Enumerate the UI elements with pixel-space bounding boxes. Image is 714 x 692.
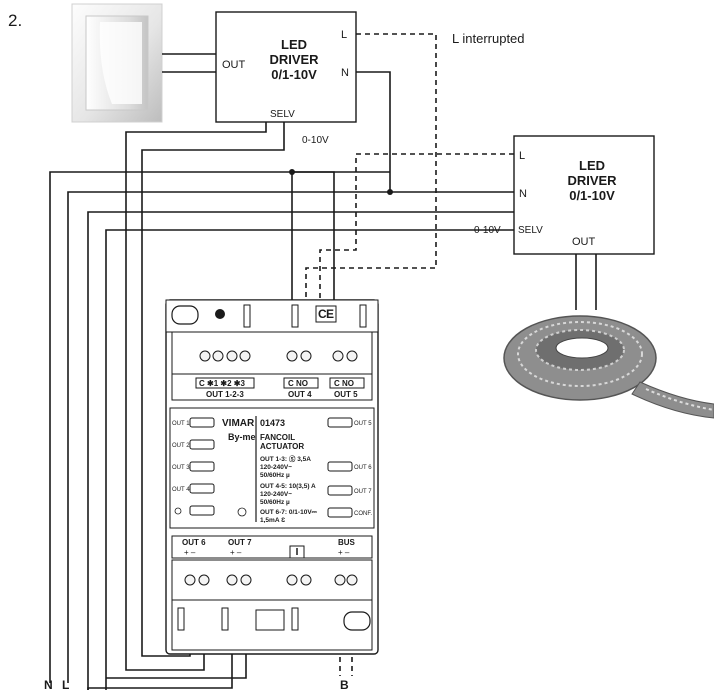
led-label-out2: OUT 2 [172,443,190,449]
product-code: 01473 [260,418,285,428]
conf-button-icon [327,507,353,518]
led-label-out3: OUT 3 [172,465,190,471]
out5-label: OUT 5 [334,390,358,399]
driver1-0-10v-label: 0-10V [302,135,329,146]
right-output-leds: OUT 5 OUT 6 OUT 7 CONF. [327,417,372,518]
driver2-title-line-1: LED [579,158,605,173]
l-interrupted-label: L interrupted [452,31,525,46]
led-label-out5: OUT 5 [354,421,372,427]
led-label-out1: OUT 1 [172,421,190,427]
series-label: By-me [228,432,256,442]
led-label-out4: OUT 4 [172,487,190,493]
driver2-out-label: OUT [572,236,596,248]
out6-polarity: + – [184,548,196,557]
driver1-l-label: L [341,29,347,41]
solid-wiring [49,71,597,690]
svg-text:C: C [318,307,327,321]
top-terminals [199,350,358,362]
spec-line-8: 1,5mA Ɛ [260,517,285,524]
driver1-title-line-3: 0/1-10V [271,67,317,82]
led-out3-icon [189,461,215,472]
driver1-title-line-1: LED [281,37,307,52]
bottom-b-label: B [340,678,349,692]
driver1-n-label: N [341,67,349,79]
product-name-line-2: ACTUATOR [260,442,304,451]
spec-line-1: OUT 1-3: Ⓢ 3,5A [260,454,311,463]
luminaire-icon [71,3,163,123]
led-label-out7: OUT 7 [354,489,372,495]
svg-text:E: E [326,307,334,321]
figure-number: 2. [8,11,22,30]
driver2-selv-label: SELV [518,225,543,236]
driver2-n-label: N [519,188,527,200]
led-driver-1: LED DRIVER 0/1-10V OUT L N SELV 0-10V [215,11,357,146]
bus-polarity: + – [338,548,350,557]
spec-line-3: 50/60Hz µ [260,472,290,479]
led-out7-icon [327,485,353,496]
out5-terminals: C NO [334,379,354,388]
led-out1-icon [189,417,215,428]
out123-label: OUT 1-2-3 [206,390,244,399]
spec-line-6: 50/60Hz µ [260,499,290,506]
driver1-out-label: OUT [222,59,246,71]
driver1-selv-label: SELV [270,109,295,120]
out7-polarity: + – [230,548,242,557]
out123-terminals: C ✱1 ✱2 ✱3 [199,379,245,388]
driver2-title-line-2: DRIVER [567,173,617,188]
led-out4-icon [189,483,215,494]
driver2-l-label: L [519,150,525,162]
led-label-out6: OUT 6 [354,465,372,471]
left-output-leds: OUT 1 OUT 2 OUT 3 OUT 4 [172,417,247,517]
out7-label: OUT 7 [228,538,252,547]
conf-label: CONF. [354,511,372,517]
spec-line-5: 120-240V~ [260,491,292,498]
led-strip-icon [503,315,714,419]
spec-line-2: 120-240V~ [260,464,292,471]
out4-label: OUT 4 [288,390,312,399]
led-out5-icon [327,417,353,428]
bottom-terminals [184,574,358,586]
driver2-title-line-3: 0/1-10V [569,188,615,203]
hand-button-icon [189,505,215,516]
led-driver-2: LED DRIVER 0/1-10V L N SELV OUT 0-10V [474,135,655,255]
product-name-line-1: FANCOIL [260,433,295,442]
led-out2-icon [189,439,215,450]
bottom-n-label: N [44,678,53,692]
driver1-title-line-2: DRIVER [269,52,319,67]
bus-label: BUS [338,538,356,547]
out4-terminals: C NO [288,379,308,388]
fancoil-actuator: C E C ✱1 ✱2 ✱3 C NO C NO OUT 1-2-3 OUT 4… [165,299,379,655]
spec-line-7: OUT 6-7: 0/1-10V⎓ [260,509,318,516]
out6-label: OUT 6 [182,538,206,547]
brand-label: VIMAR [222,418,255,429]
bottom-l-label: L [62,678,69,692]
luminaire-output-wires [162,53,216,73]
led-out6-icon [327,461,353,472]
spec-line-4: OUT 4-5: 10(3,5) A [260,483,316,490]
